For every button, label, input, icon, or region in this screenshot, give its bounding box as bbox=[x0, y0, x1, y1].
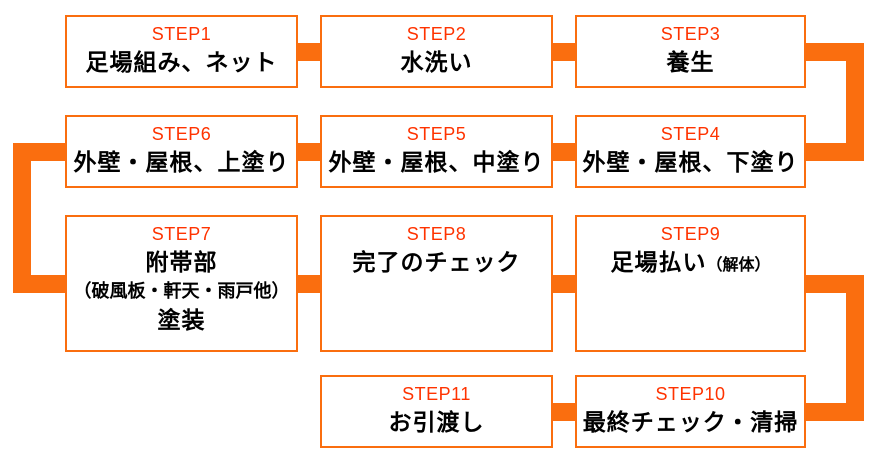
step-box-1: STEP1 足場組み、ネット bbox=[65, 15, 298, 88]
step-box-11: STEP11 お引渡し bbox=[320, 375, 553, 448]
step7-title-line1: 附帯部 bbox=[145, 249, 218, 275]
step4-title: 外壁・屋根、下塗り bbox=[582, 149, 799, 175]
step6-number-label: STEP6 bbox=[151, 124, 212, 144]
step-box-5: STEP5 外壁・屋根、中塗り bbox=[320, 115, 553, 188]
step-box-6: STEP6 外壁・屋根、上塗り bbox=[65, 115, 298, 188]
step5-number-label: STEP5 bbox=[406, 124, 467, 144]
step7-title-line2: （破風板・軒天・雨戸他） bbox=[73, 281, 290, 301]
step-box-2: STEP2 水洗い bbox=[320, 15, 553, 88]
step9-number-label: STEP9 bbox=[660, 224, 721, 244]
step-box-9: STEP9 足場払い（解体） bbox=[575, 215, 806, 352]
step3-title: 養生 bbox=[666, 49, 715, 75]
step9-title: 足場払い（解体） bbox=[610, 246, 770, 282]
step-box-7: STEP7 附帯部 （破風板・軒天・雨戸他） 塗装 bbox=[65, 215, 298, 352]
step4-number-label: STEP4 bbox=[660, 124, 721, 144]
step7-number-label: STEP7 bbox=[151, 224, 212, 244]
step-box-10: STEP10 最終チェック・清掃 bbox=[575, 375, 806, 448]
connector-step6-step7-vertical bbox=[13, 143, 31, 293]
step6-title: 外壁・屋根、上塗り bbox=[73, 149, 290, 175]
step2-title: 水洗い bbox=[400, 49, 473, 75]
step10-number-label: STEP10 bbox=[655, 384, 726, 404]
step11-number-label: STEP11 bbox=[402, 384, 471, 404]
step11-title: お引渡し bbox=[388, 409, 485, 435]
step8-number-label: STEP8 bbox=[406, 224, 467, 244]
step-box-3: STEP3 養生 bbox=[575, 15, 806, 88]
step7-title-line3: 塗装 bbox=[157, 307, 206, 333]
step1-title: 足場組み、ネット bbox=[85, 49, 278, 75]
step-box-4: STEP4 外壁・屋根、下塗り bbox=[575, 115, 806, 188]
step2-number-label: STEP2 bbox=[406, 24, 467, 44]
step9-title-main: 足場払い bbox=[610, 249, 707, 275]
step-box-8: STEP8 完了のチェック bbox=[320, 215, 553, 352]
connector-step9-step10-bottom bbox=[798, 403, 864, 421]
connector-step3-step4-vertical bbox=[846, 43, 864, 161]
connector-step3-step4-bottom bbox=[798, 143, 864, 161]
step9-title-small: （解体） bbox=[706, 257, 771, 274]
step1-number-label: STEP1 bbox=[151, 24, 212, 44]
connector-step9-step10-vertical bbox=[846, 275, 864, 421]
step8-title: 完了のチェック bbox=[352, 249, 521, 275]
connector-step6-step7-bottom bbox=[13, 275, 72, 293]
step3-number-label: STEP3 bbox=[660, 24, 721, 44]
step10-title: 最終チェック・清掃 bbox=[582, 409, 799, 435]
step5-title: 外壁・屋根、中塗り bbox=[328, 149, 545, 175]
